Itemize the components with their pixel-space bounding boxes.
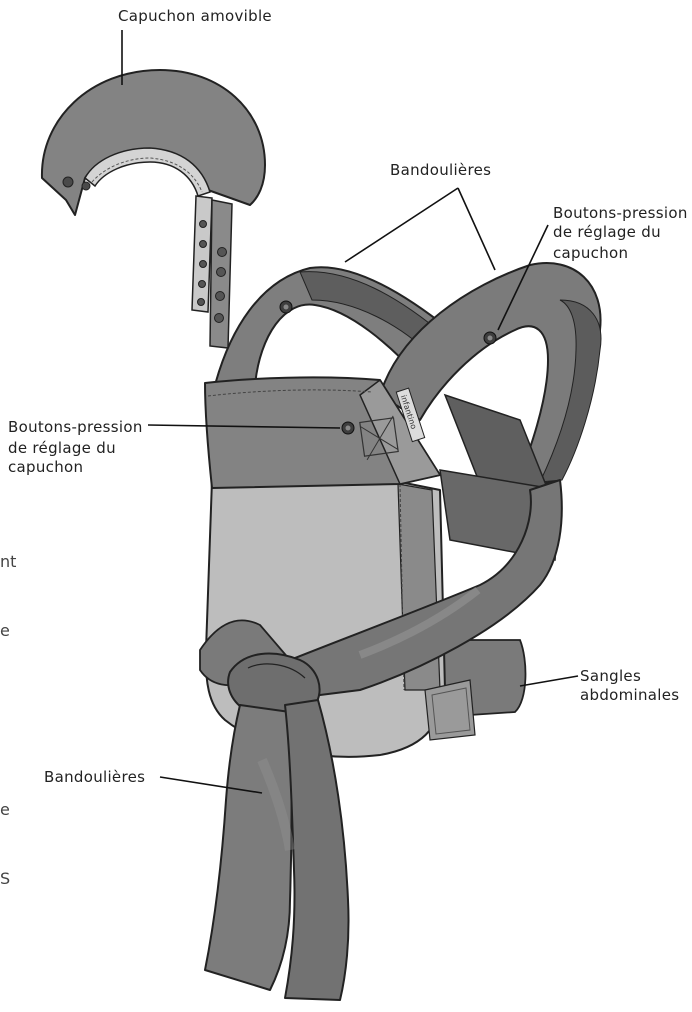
adjustment-snaps	[279, 300, 497, 435]
callout-lines	[121, 30, 579, 794]
svg-text:e: e	[0, 621, 10, 640]
hood-strap-snaps	[197, 220, 227, 323]
svg-text:de réglage du: de réglage du	[8, 439, 116, 457]
svg-text:capuchon: capuchon	[553, 244, 628, 262]
baby-carrier: infantino	[199, 262, 602, 1001]
svg-text:abdominales: abdominales	[580, 686, 679, 704]
cropped-edge-text: nt e e S	[0, 552, 16, 888]
svg-text:Sangles: Sangles	[580, 667, 641, 685]
strap-tail-left	[204, 704, 293, 991]
svg-text:nt: nt	[0, 552, 16, 571]
strap-tail-right	[284, 699, 350, 1001]
label-waist-straps: Sangles abdominales	[580, 667, 679, 704]
svg-text:Boutons-pression: Boutons-pression	[553, 204, 688, 222]
svg-text:S: S	[0, 869, 10, 888]
label-shoulder-straps-bottom: Bandoulières	[44, 768, 145, 786]
label-shoulder-straps-top: Bandoulières	[390, 161, 491, 179]
removable-hood	[40, 69, 266, 349]
svg-text:capuchon: capuchon	[8, 458, 83, 476]
label-removable-hood: Capuchon amovible	[118, 7, 272, 25]
svg-text:e: e	[0, 800, 10, 819]
label-hood-snaps-left: Boutons-pression de réglage du capuchon	[8, 418, 143, 476]
svg-text:Boutons-pression: Boutons-pression	[8, 418, 143, 436]
label-hood-snaps-right: Boutons-pression de réglage du capuchon	[553, 204, 688, 262]
svg-text:de réglage du: de réglage du	[553, 223, 661, 241]
